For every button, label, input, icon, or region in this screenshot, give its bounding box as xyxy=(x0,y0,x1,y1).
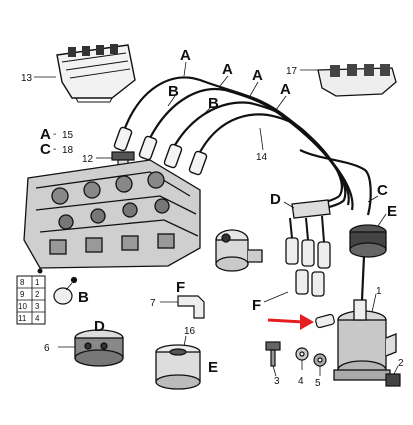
part-4-number: 4 xyxy=(298,376,304,387)
label-A-4: A xyxy=(280,81,291,98)
label-A-3: A xyxy=(252,67,263,84)
distributor xyxy=(215,229,263,272)
legend-dash-A: - xyxy=(53,129,56,140)
legend-number-15: 15 xyxy=(62,130,74,141)
washer-4 xyxy=(295,347,309,361)
label-B-1: B xyxy=(168,83,179,100)
component-E-16 xyxy=(155,344,201,390)
connector-pin-table: 8 1 9 2 10 3 11 4 xyxy=(16,268,46,325)
part-1-number: 1 xyxy=(376,286,382,297)
highlight-arrow xyxy=(267,314,314,330)
cylinder-head xyxy=(23,159,201,269)
part-5-number: 5 xyxy=(315,378,321,389)
part-12-number: 12 xyxy=(82,154,94,165)
part-13-number: 13 xyxy=(21,73,33,84)
pin-8: 8 xyxy=(20,278,25,287)
label-B-2: B xyxy=(208,95,219,112)
pin-10: 10 xyxy=(18,302,27,311)
legend-letter-C: C xyxy=(40,141,51,158)
lead-clamp xyxy=(285,199,331,297)
ignition-coil-1 xyxy=(333,299,397,381)
connector-B-lower xyxy=(53,276,78,305)
label-A-2: A xyxy=(222,61,233,78)
ignition-lead-holder-17 xyxy=(317,64,397,97)
label-E-lower: E xyxy=(208,359,218,376)
legend-dash-C: - xyxy=(53,144,56,155)
pin-4: 4 xyxy=(35,314,40,323)
suppressor-E-upper xyxy=(349,224,387,301)
pin-1: 1 xyxy=(35,278,40,287)
part-14-number: 14 xyxy=(256,152,268,163)
part-6-number: 6 xyxy=(44,343,50,354)
connector-2 xyxy=(385,373,401,387)
label-D-upper: D xyxy=(270,191,281,208)
spark-plug-cover-13 xyxy=(56,44,136,103)
part-3-number: 3 xyxy=(274,376,280,387)
spark-plug-boots xyxy=(113,126,208,176)
legend-number-18: 18 xyxy=(62,145,74,156)
component-D-6 xyxy=(74,329,124,367)
label-D-lower: D xyxy=(94,318,105,335)
pin-3: 3 xyxy=(35,302,40,311)
legend-letter-A: A xyxy=(40,126,51,143)
bolt-3 xyxy=(265,341,281,367)
label-A-1: A xyxy=(180,47,191,64)
ignition-leads-14 xyxy=(123,76,372,216)
small-clip xyxy=(315,313,335,329)
pin-9: 9 xyxy=(20,290,25,299)
part-16-number: 16 xyxy=(184,326,196,337)
pin-11: 11 xyxy=(18,314,27,323)
part-17-number: 17 xyxy=(286,66,298,77)
part-7-number: 7 xyxy=(150,298,156,309)
pin-2: 2 xyxy=(35,290,40,299)
label-B-lower: B xyxy=(78,289,89,306)
label-F-lower: F xyxy=(252,297,261,314)
label-F-upper: F xyxy=(176,279,185,296)
legend: A - 15 C - 18 xyxy=(40,126,74,158)
elbow-boot-7 xyxy=(177,295,205,319)
label-E-upper: E xyxy=(387,203,397,220)
part-2-number: 2 xyxy=(398,358,404,369)
nut-5 xyxy=(313,353,327,367)
label-C: C xyxy=(377,182,388,199)
